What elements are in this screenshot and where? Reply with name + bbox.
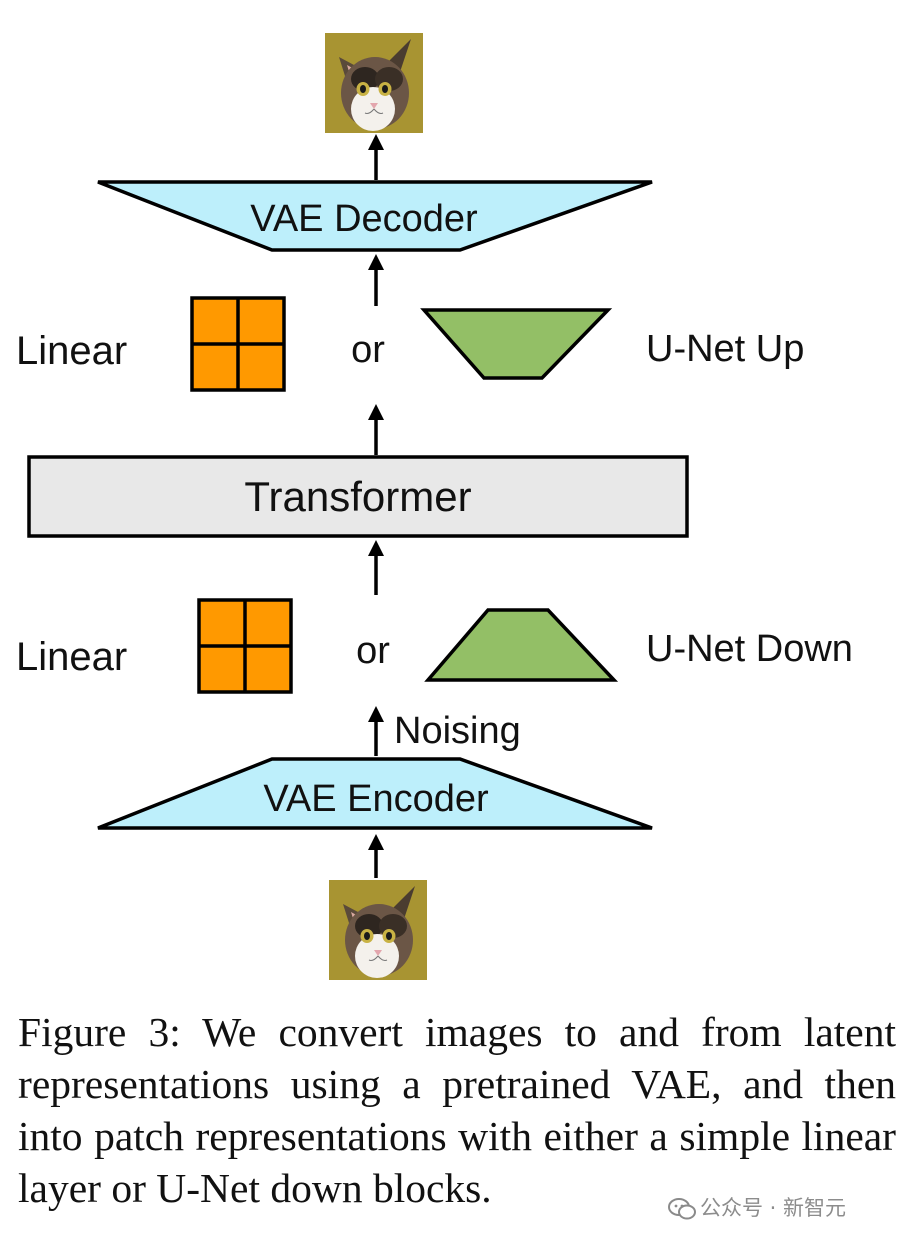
vae-encoder-shape [97, 757, 653, 830]
vae-decoder-shape [97, 180, 653, 252]
figure-caption: Figure 3: We convert images to and from … [18, 1009, 896, 1211]
arrow-up-icon [368, 254, 384, 306]
transformer-box [27, 455, 689, 538]
noising-label: Noising [394, 710, 521, 752]
watermark-text: 公众号 · 新智元 [700, 1196, 847, 1220]
input-cat-image [328, 879, 428, 981]
unet-up-label: U-Net Up [646, 328, 804, 370]
arrow-up-icon [368, 540, 384, 595]
linear-grid-top [190, 296, 286, 392]
unet-down-shape [424, 608, 619, 682]
arrow-up-icon [368, 706, 384, 756]
unet-down-label: U-Net Down [646, 628, 853, 670]
unet-up-shape [420, 308, 613, 380]
or-bottom-label: or [356, 630, 390, 672]
transformer-label: Transformer [244, 473, 471, 520]
arrow-up-icon [368, 834, 384, 878]
wechat-icon [668, 1198, 696, 1220]
linear-top-label: Linear [16, 329, 127, 373]
arrow-up-icon [368, 134, 384, 180]
vae-encoder-label: VAE Encoder [263, 778, 489, 820]
arrow-up-icon [368, 404, 384, 455]
linear-grid-bottom [197, 598, 293, 694]
watermark: 公众号 · 新智元 [668, 1192, 846, 1222]
or-top-label: or [351, 329, 385, 371]
architecture-diagram: VAE Decoder Linear or U-Net Up Transform… [16, 32, 853, 981]
linear-bottom-label: Linear [16, 635, 127, 679]
output-cat-image [324, 32, 424, 134]
vae-decoder-label: VAE Decoder [250, 198, 478, 240]
